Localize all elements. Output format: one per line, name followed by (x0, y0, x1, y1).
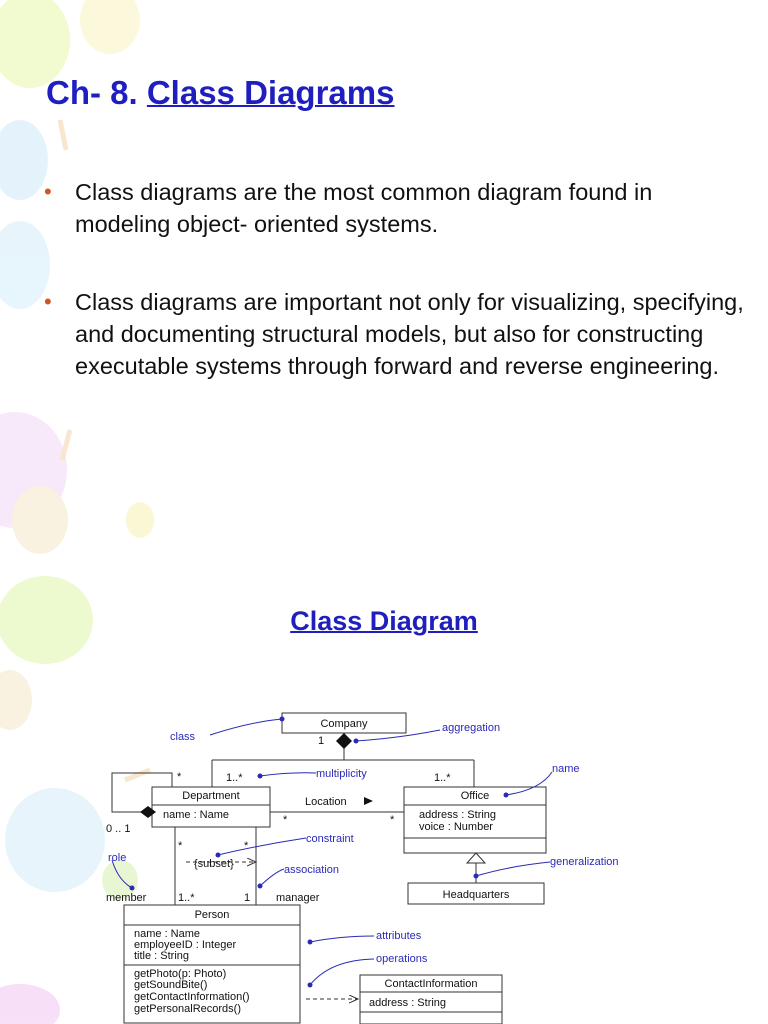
location-arrow-icon (364, 797, 373, 805)
multiplicity-label: 1 (244, 892, 250, 904)
bullet-list: • Class diagrams are the most common diag… (44, 176, 744, 428)
person-operation: getPersonalRecords() (134, 1003, 241, 1015)
multiplicity-label: * (177, 771, 182, 783)
role-member-label: member (106, 892, 147, 904)
office-class-name: Office (461, 790, 490, 802)
annotation-operations: operations (376, 953, 428, 965)
generalization-triangle-icon (465, 852, 487, 864)
multiplicity-label: * (390, 814, 395, 826)
aggregation-diamond-icon (336, 733, 352, 749)
annotation-class: class (170, 731, 196, 743)
person-attribute: title : String (134, 950, 189, 962)
constraint-subset-label: {subset} (194, 858, 234, 870)
annotation-multiplicity: multiplicity (316, 768, 367, 780)
multiplicity-label: 1..* (226, 772, 243, 784)
association-name-label: Location (305, 796, 347, 808)
uml-class-diagram: Company Department name : Name Office ad… (106, 712, 619, 1024)
annotation-generalization: generalization (550, 856, 619, 868)
title-prefix: Ch- 8. (46, 74, 138, 111)
department-attribute: name : Name (163, 809, 229, 821)
multiplicity-label: * (178, 840, 183, 852)
company-class-name: Company (320, 718, 368, 730)
contact-information-class-box (359, 974, 503, 1024)
annotation-aggregation: aggregation (442, 722, 500, 734)
person-operation: getSoundBite() (134, 979, 207, 991)
annotation-role: role (108, 852, 126, 864)
multiplicity-label: 1..* (178, 892, 195, 904)
person-class-name: Person (195, 909, 230, 921)
person-attribute: name : Name (134, 928, 200, 940)
multiplicity-label: 1..* (434, 772, 451, 784)
multiplicity-label: * (283, 814, 288, 826)
person-attribute: employeeID : Integer (134, 939, 236, 951)
department-class-name: Department (182, 790, 239, 802)
contact-information-class-name: ContactInformation (385, 978, 478, 990)
office-class-box (403, 786, 547, 854)
multiplicity-label: 1 (318, 735, 324, 747)
diagram-subtitle[interactable]: Class Diagram (290, 606, 478, 636)
bullet-item: • Class diagrams are important not only f… (44, 286, 744, 382)
multiplicity-label: * (244, 840, 249, 852)
slide-title: Ch- 8. Class Diagrams (46, 74, 394, 112)
bullet-item: • Class diagrams are the most common diag… (44, 176, 744, 240)
aggregation-diamond-icon (140, 806, 156, 818)
contact-information-attribute: address : String (369, 997, 446, 1009)
annotation-name: name (552, 763, 580, 775)
bullet-dot-icon: • (44, 179, 52, 204)
annotation-constraint: constraint (306, 833, 354, 845)
bullet-dot-icon: • (44, 289, 52, 314)
role-manager-label: manager (276, 892, 320, 904)
annotation-association: association (284, 864, 339, 876)
person-operation: getContactInformation() (134, 991, 250, 1003)
department-class-box (151, 786, 271, 828)
headquarters-class-name: Headquarters (443, 889, 510, 901)
annotation-attributes: attributes (376, 930, 422, 942)
office-attribute: address : String (419, 809, 496, 821)
bullet-text: Class diagrams are the most common diagr… (75, 179, 653, 237)
person-operation: getPhoto(p: Photo) (134, 968, 226, 980)
title-link[interactable]: Class Diagrams (146, 74, 395, 111)
multiplicity-label: 0 .. 1 (106, 823, 130, 835)
office-attribute: voice : Number (419, 821, 493, 833)
bullet-text: Class diagrams are important not only fo… (75, 289, 744, 379)
